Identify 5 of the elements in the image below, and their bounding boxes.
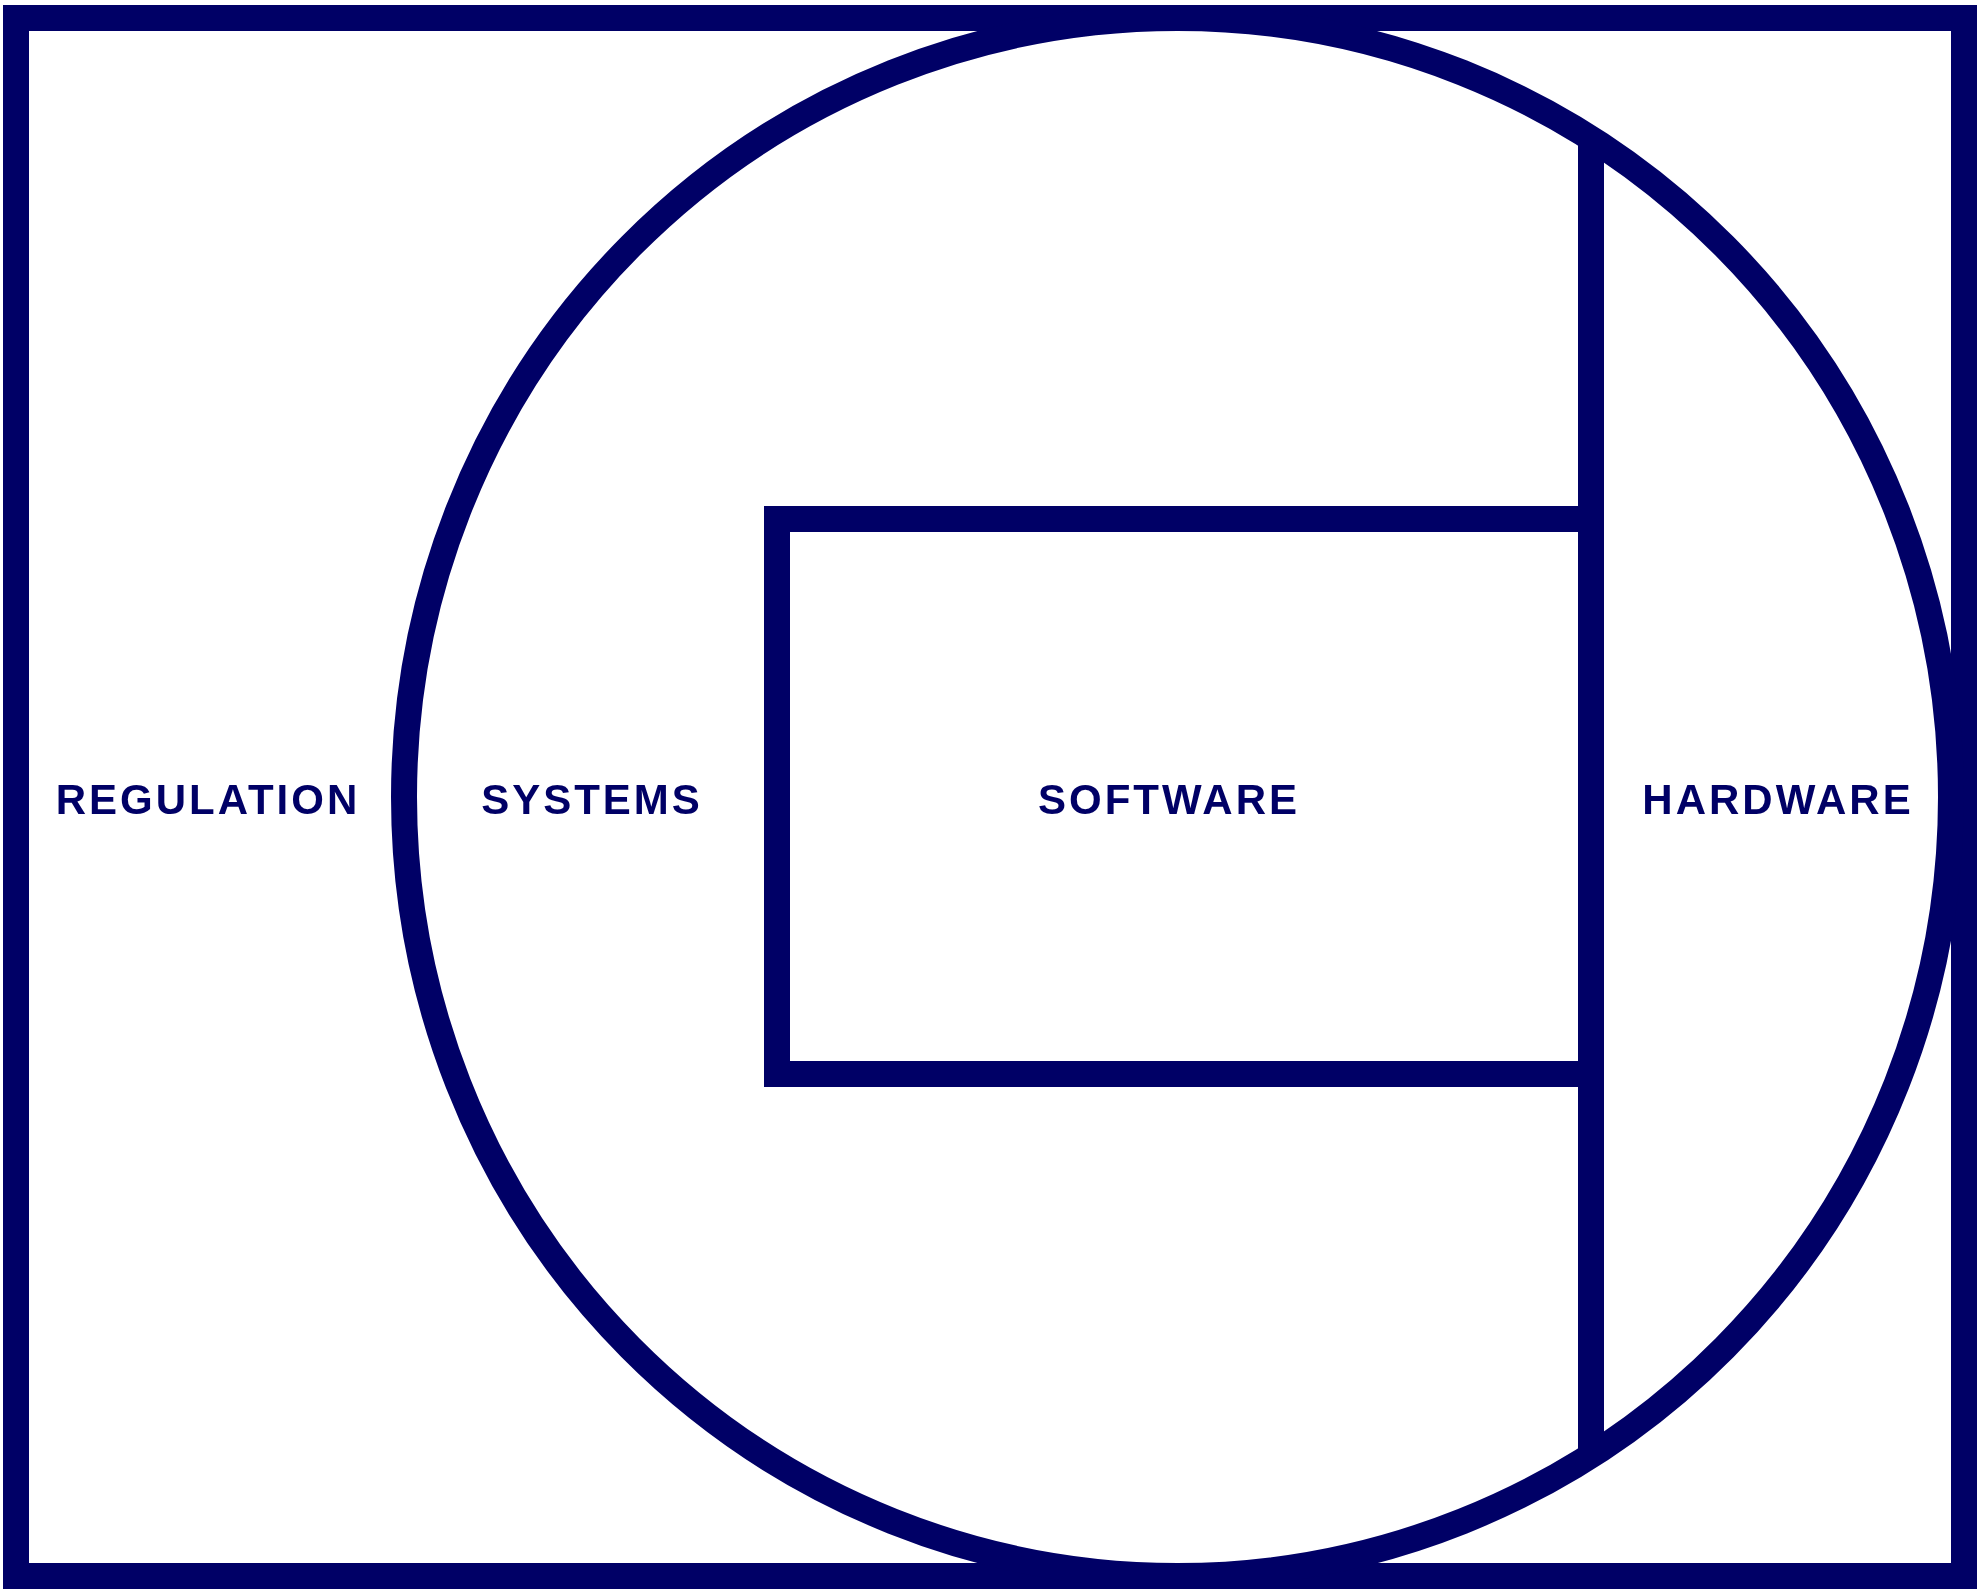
region-label: REGULATION	[55, 779, 361, 821]
region-label: SOFTWARE	[1038, 779, 1300, 821]
outer-frame	[3, 5, 1977, 1589]
region-label: SYSTEMS	[481, 779, 703, 821]
region-label: HARDWARE	[1642, 779, 1914, 821]
